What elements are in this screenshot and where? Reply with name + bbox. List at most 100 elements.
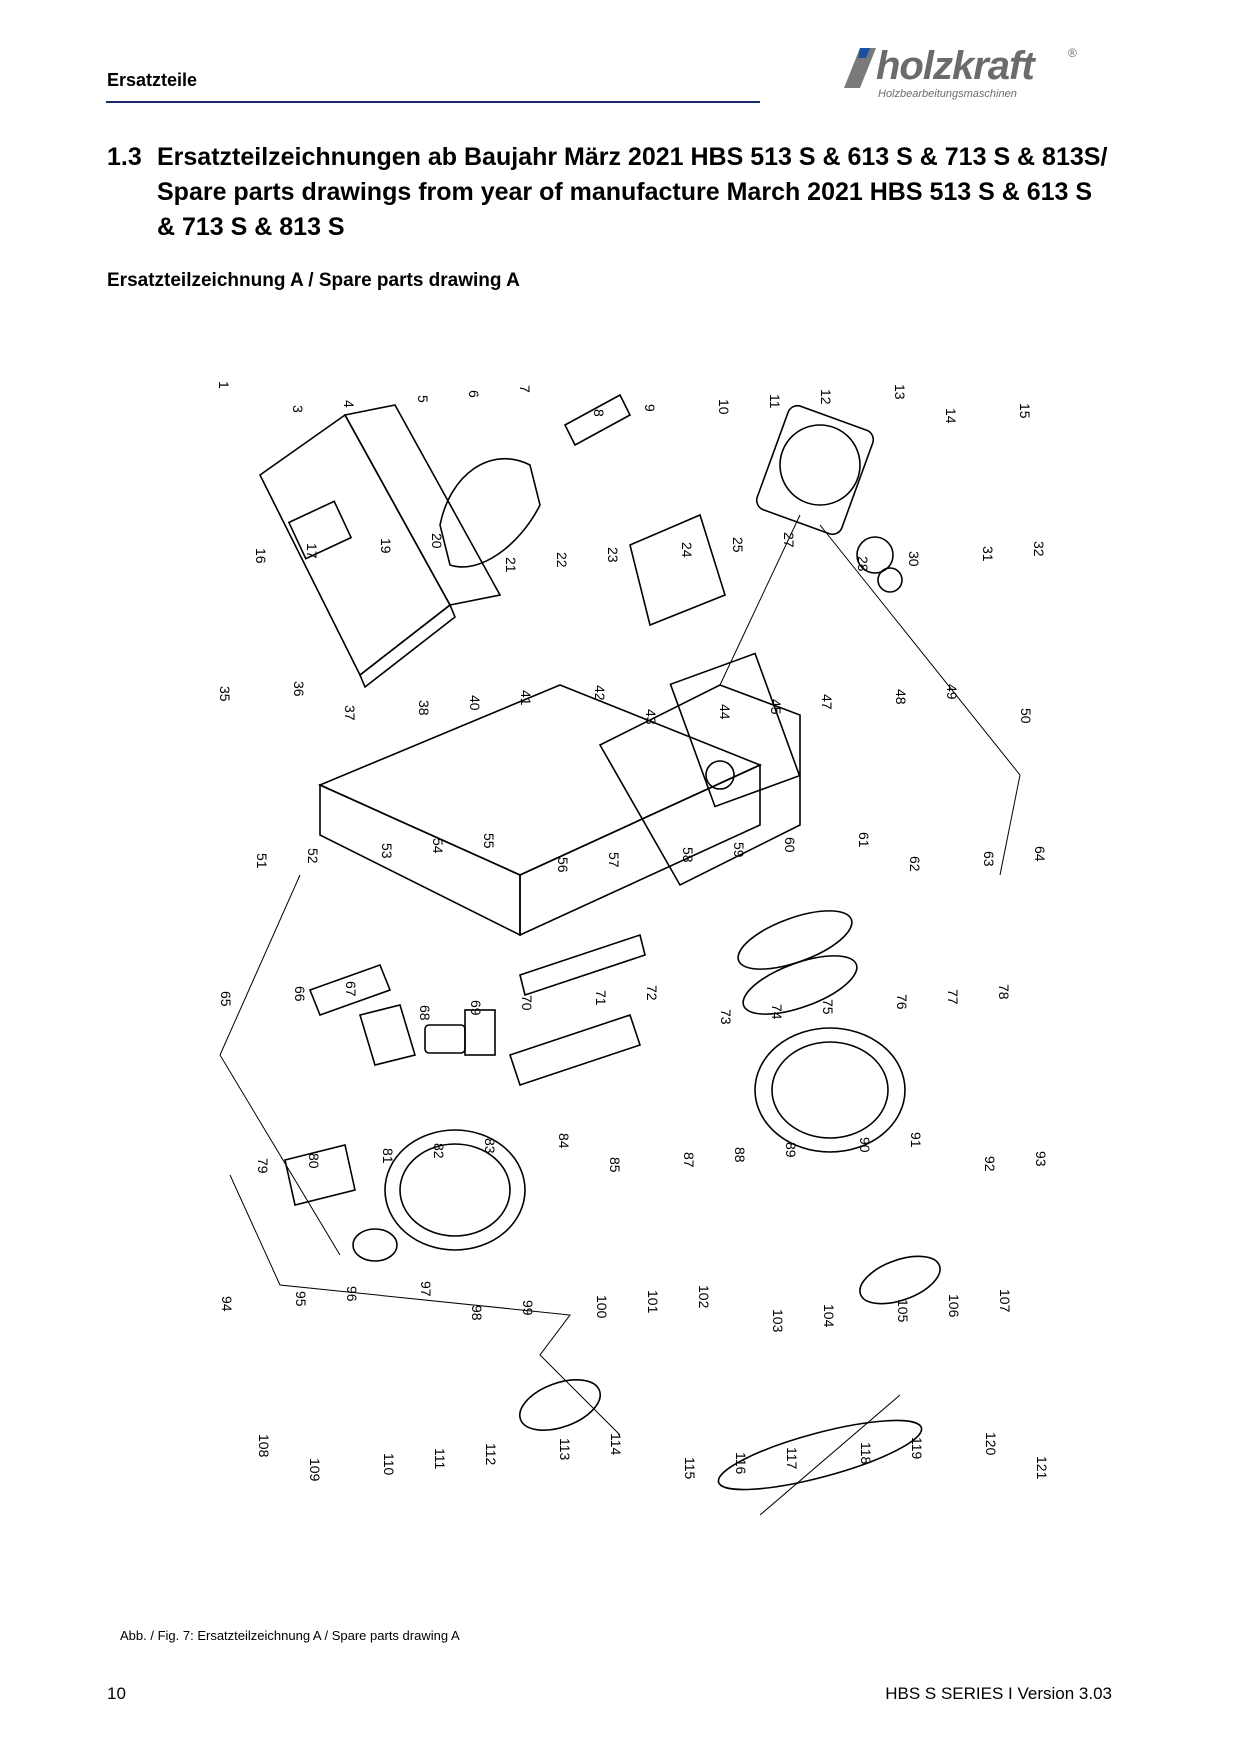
part-label: 66: [292, 986, 308, 1002]
part-label: 30: [906, 551, 922, 567]
part-label: 112: [483, 1443, 499, 1466]
series-version: HBS S SERIES I Version 3.03: [885, 1684, 1112, 1703]
part-label: 80: [306, 1153, 322, 1169]
header-section-label: Ersatzteile: [107, 70, 198, 90]
part-label: 47: [819, 694, 835, 710]
part-label: 5: [415, 395, 431, 403]
part-label: 14: [943, 408, 959, 424]
part-label: 79: [255, 1158, 271, 1174]
part-label: 17: [304, 543, 320, 559]
part-label: 102: [696, 1285, 712, 1309]
part-label: 57: [606, 852, 622, 868]
part-label: 78: [996, 984, 1012, 1000]
part-label: 28: [855, 556, 871, 572]
part-label: 121: [1034, 1456, 1050, 1480]
part-label: 82: [431, 1143, 447, 1159]
logo-word: holzkraft: [876, 44, 1035, 88]
holzkraft-logo: holzkraft ® Holzbearbeitungsmaschinen: [836, 44, 1116, 112]
part-label: 36: [291, 681, 307, 697]
part-label: 22: [554, 552, 570, 568]
part-label: 113: [557, 1438, 573, 1461]
part-label: 68: [417, 1005, 433, 1021]
part-label: 95: [293, 1291, 309, 1307]
part-label: 40: [467, 695, 483, 711]
part-label: 27: [781, 532, 797, 548]
part-label: 6: [466, 390, 482, 398]
part-label: 91: [908, 1132, 924, 1148]
part-label: 76: [894, 994, 910, 1010]
part-label: 115: [682, 1457, 698, 1480]
part-label: 63: [981, 851, 997, 867]
part-label: 96: [344, 1286, 360, 1302]
part-label: 35: [217, 686, 233, 702]
part-label: 90: [857, 1137, 873, 1153]
part-label: 108: [256, 1434, 272, 1458]
drawing-linework: [219, 393, 1021, 1516]
part-label: 51: [254, 853, 270, 869]
part-label: 32: [1031, 541, 1047, 557]
part-label: 89: [783, 1142, 799, 1158]
part-label: 81: [380, 1148, 396, 1164]
page-number: 10: [107, 1684, 126, 1703]
part-label: 87: [681, 1152, 697, 1168]
part-label: 114: [608, 1433, 624, 1456]
part-label: 73: [718, 1009, 734, 1025]
part-label: 52: [305, 848, 321, 864]
part-label: 58: [680, 847, 696, 863]
part-label: 41: [518, 690, 534, 706]
part-label: 10: [716, 399, 732, 415]
part-label: 75: [820, 999, 836, 1015]
part-label: 16: [253, 548, 269, 564]
part-label: 110: [381, 1453, 397, 1476]
subsection-heading: Ersatzteilzeichnung A / Spare parts draw…: [107, 270, 520, 291]
part-label: 31: [980, 546, 996, 562]
figure-caption: Abb. / Fig. 7: Ersatzteilzeichnung A / S…: [120, 1628, 460, 1643]
part-label: 38: [416, 700, 432, 716]
part-label: 65: [218, 991, 234, 1007]
part-label: 13: [892, 384, 908, 400]
part-label: 64: [1032, 846, 1048, 862]
part-label: 20: [429, 533, 445, 549]
part-label: 72: [644, 985, 660, 1001]
part-label: 116: [733, 1452, 749, 1475]
part-label: 62: [907, 856, 923, 872]
part-label: 23: [605, 547, 621, 563]
part-label: 42: [592, 685, 608, 701]
part-label: 98: [469, 1305, 485, 1321]
part-label: 7: [517, 385, 533, 393]
part-label: 71: [593, 990, 609, 1006]
part-label: 97: [418, 1281, 434, 1297]
logo-subtitle: Holzbearbeitungsmaschinen: [878, 88, 1017, 100]
part-label: 85: [607, 1157, 623, 1173]
part-label: 24: [679, 542, 695, 558]
part-label: 37: [342, 705, 358, 721]
part-label: 109: [307, 1458, 323, 1482]
part-label: 50: [1018, 708, 1034, 724]
part-label: 100: [594, 1295, 610, 1319]
part-label: 67: [343, 981, 359, 997]
part-label: 4: [341, 400, 357, 408]
section-number: 1.3: [107, 143, 142, 171]
part-label: 107: [997, 1289, 1013, 1313]
logo-mark-icon: [844, 48, 876, 88]
part-label: 111: [432, 1448, 448, 1469]
part-label: 48: [893, 689, 909, 705]
section-title-text: Ersatzteilzeichnungen ab Baujahr März 20…: [157, 143, 1108, 241]
part-label: 3: [290, 405, 306, 413]
part-label: 99: [520, 1300, 536, 1316]
part-label: 104: [821, 1304, 837, 1328]
part-label: 83: [482, 1138, 498, 1154]
part-label: 19: [378, 538, 394, 554]
part-label: 8: [591, 409, 607, 417]
part-label: 103: [770, 1309, 786, 1333]
part-label: 117: [784, 1447, 800, 1470]
part-label: 59: [731, 842, 747, 858]
part-label: 101: [645, 1290, 661, 1314]
part-label: 88: [732, 1147, 748, 1163]
part-label: 60: [782, 837, 798, 853]
part-label: 43: [643, 709, 659, 725]
part-label: 53: [379, 843, 395, 859]
part-label: 120: [983, 1432, 999, 1456]
part-label: 105: [895, 1299, 911, 1323]
